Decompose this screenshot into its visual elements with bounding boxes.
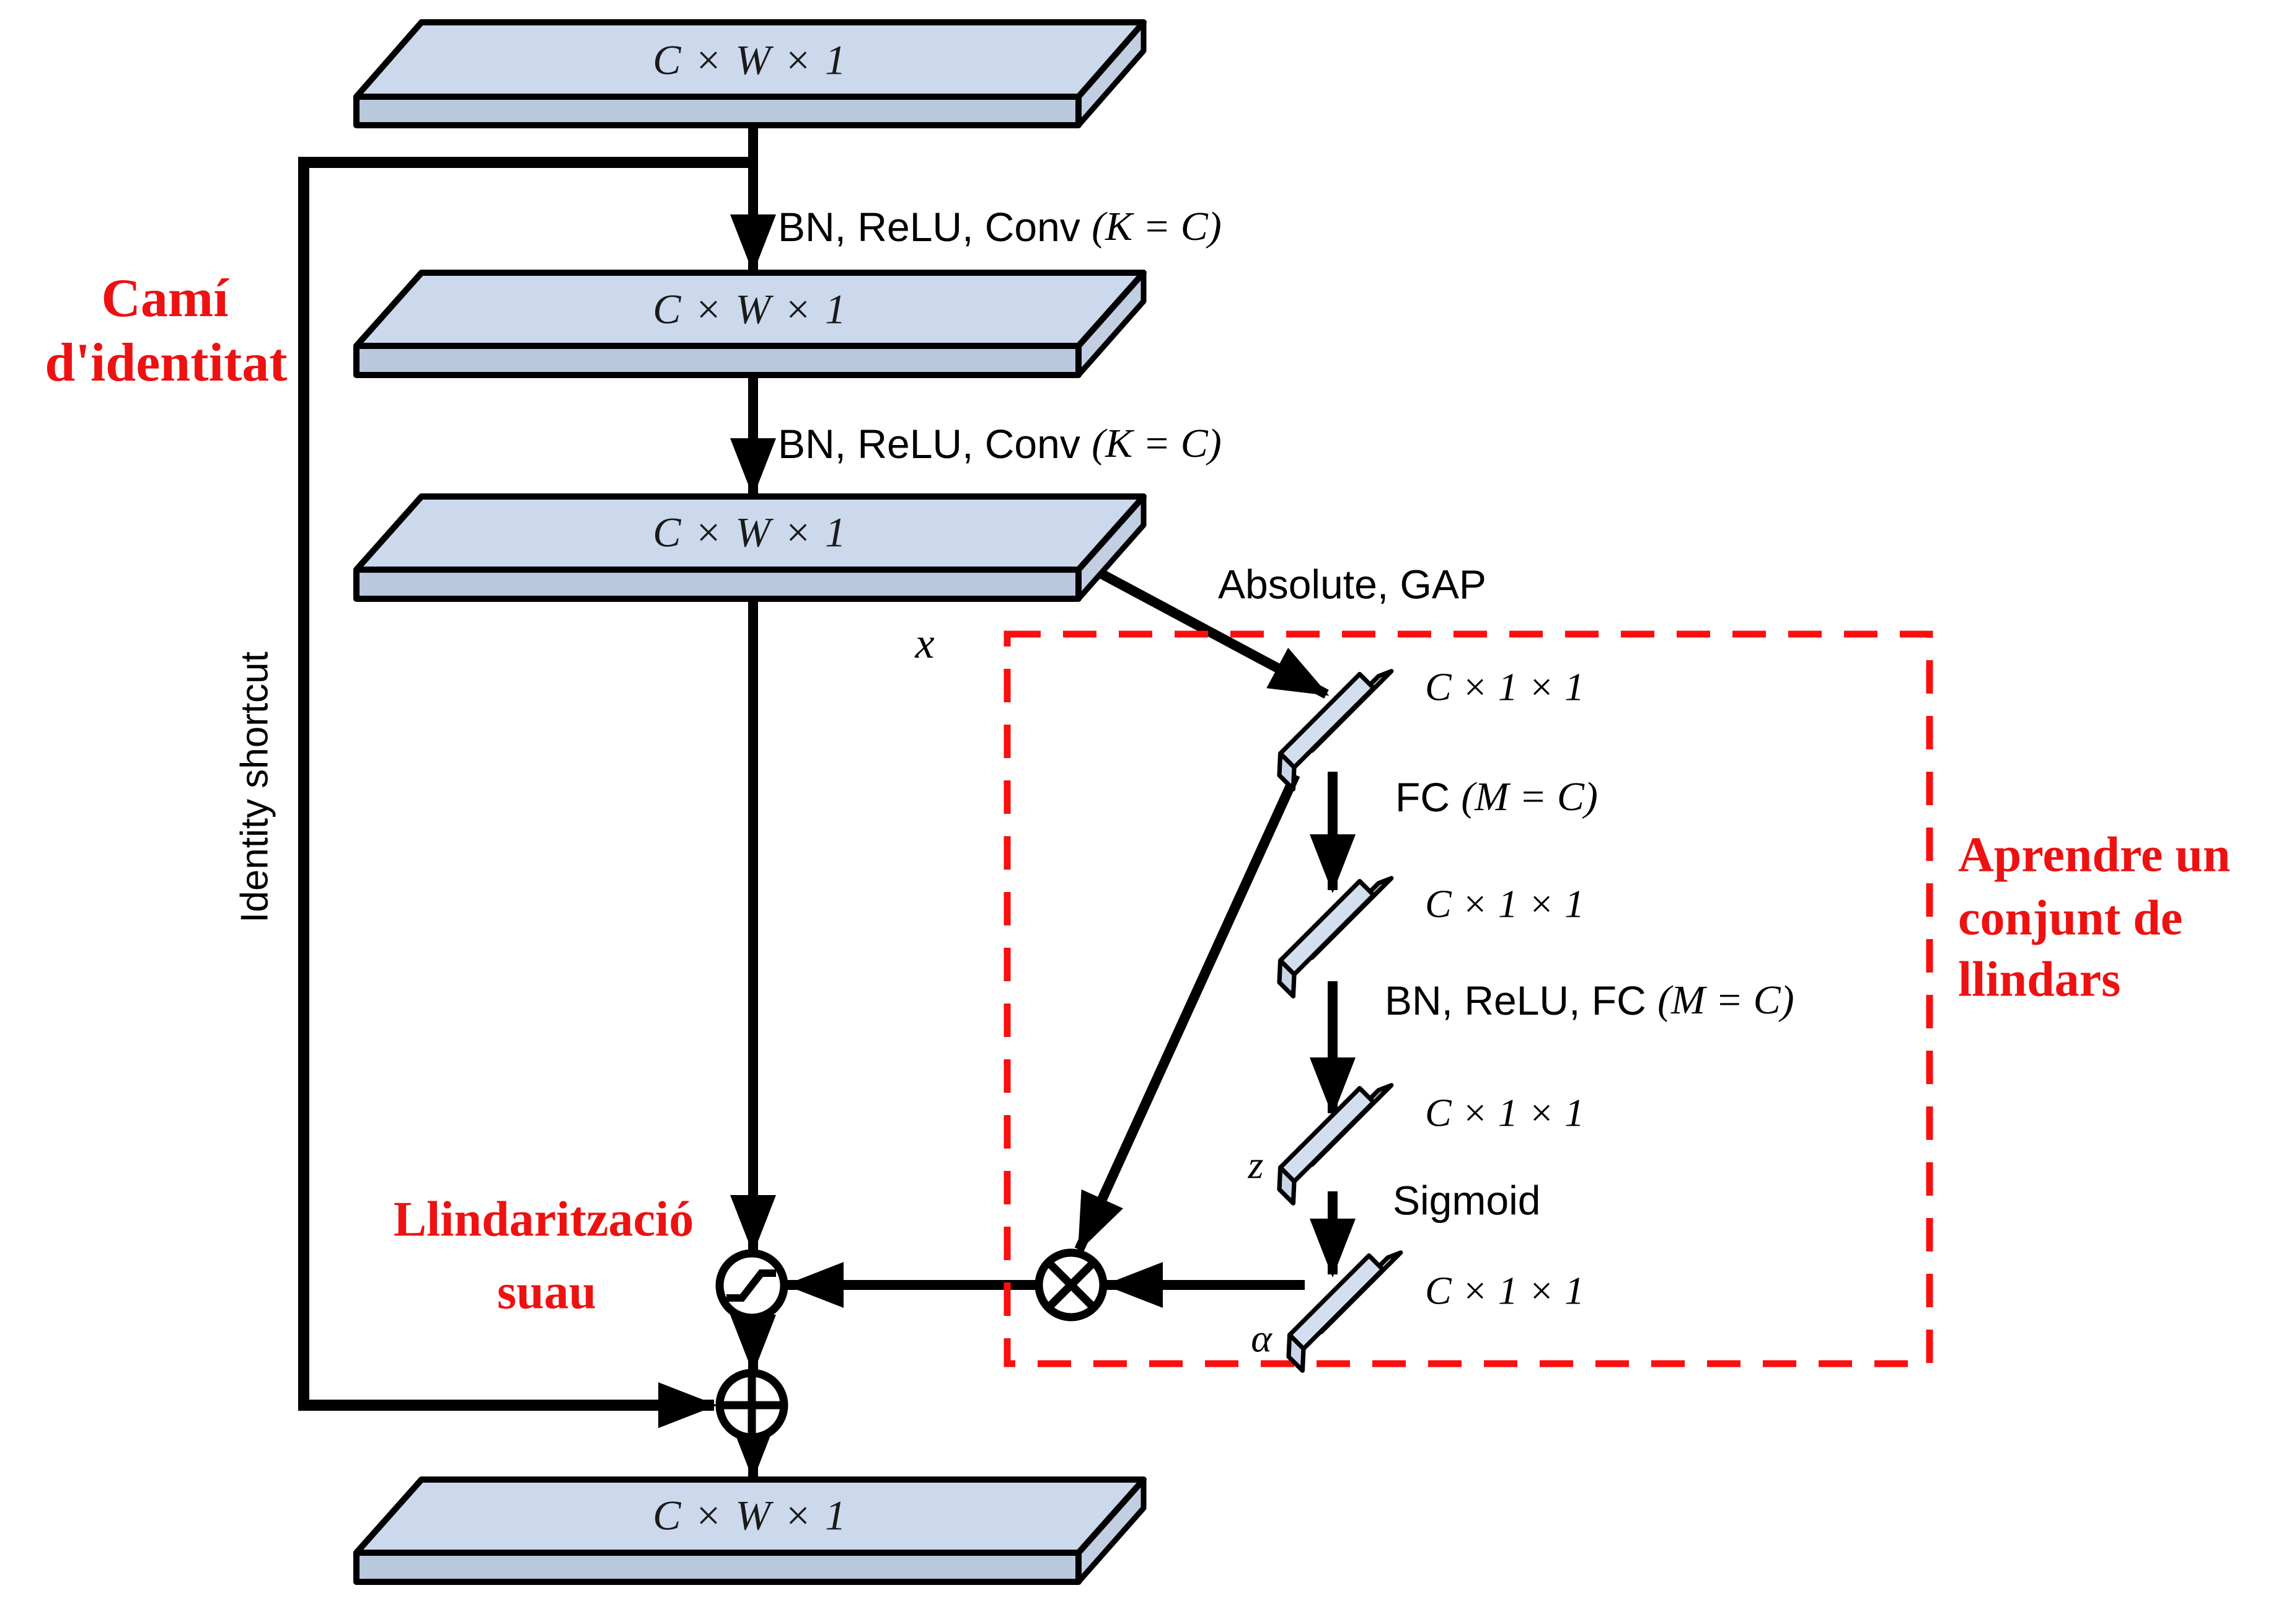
- vector-label-z: C × 1 × 1: [1425, 1091, 1584, 1135]
- op-label-fc2: BN, ReLU, FC (M = C): [1385, 977, 1794, 1023]
- op-fc1-text: FC: [1395, 774, 1461, 820]
- tensor-slab-conv1-out: C × W × 1: [353, 270, 1147, 378]
- slab-conv2-label: C × W × 1: [653, 509, 847, 556]
- tensor-slab-output: C × W × 1: [353, 1476, 1147, 1585]
- op-conv2-text: BN, ReLU, Conv: [778, 421, 1092, 467]
- annotation-aprendre-line1: Aprendre un: [1958, 827, 2230, 882]
- annotation-llindaritzacio-line1: Llindarització: [394, 1192, 694, 1247]
- vector-label-fc1: C × 1 × 1: [1425, 882, 1584, 926]
- op-label-conv2: BN, ReLU, Conv (K = C): [778, 421, 1222, 467]
- op-fc2-math: (M = C): [1657, 977, 1794, 1023]
- var-label-z: z: [1248, 1143, 1264, 1187]
- slab-output-label: C × W × 1: [653, 1492, 847, 1539]
- op-conv1-text: BN, ReLU, Conv: [778, 204, 1092, 250]
- op-label-sigmoid: Sigmoid: [1393, 1177, 1540, 1223]
- add-icon: [721, 1374, 783, 1436]
- op-fc2-text: BN, ReLU, FC: [1385, 977, 1657, 1023]
- threshold-module-outline: [1004, 630, 1933, 1367]
- arrow-gap-to-multiply: [1074, 772, 1300, 1253]
- tensor-bar-fc1: [1279, 878, 1392, 996]
- slab-conv1-label: C × W × 1: [653, 286, 847, 333]
- soft-threshold-node: [715, 1249, 788, 1322]
- slab-input-label: C × W × 1: [653, 37, 847, 84]
- add-node: [715, 1369, 788, 1442]
- multiply-icon: [1045, 1259, 1097, 1311]
- var-label-alpha: α: [1251, 1317, 1273, 1361]
- annotation-identity-shortcut: Identity shortcut: [233, 651, 276, 923]
- op-label-absolute-gap: Absolute, GAP: [1218, 561, 1486, 607]
- op-conv1-math: (K = C): [1092, 204, 1222, 249]
- annotation-identity-path: Camí d'identitat: [45, 268, 287, 393]
- tensor-bar-gap: [1279, 671, 1392, 789]
- vector-label-alpha: C × 1 × 1: [1425, 1269, 1584, 1313]
- annotation-aprendre-line3: llindars: [1958, 952, 2120, 1007]
- annotation-cami-line1: Camí: [101, 268, 229, 329]
- identity-shortcut-path: [298, 157, 753, 1428]
- annotation-learn-thresholds: Aprendre un conjunt de llindars: [1958, 827, 2230, 1007]
- annotation-llindaritzacio-line2: suau: [497, 1264, 596, 1319]
- tensor-bar-alpha: [1289, 1253, 1401, 1370]
- var-label-x: x: [914, 620, 934, 668]
- tensor-slab-input: C × W × 1: [353, 19, 1147, 128]
- op-label-conv1: BN, ReLU, Conv (K = C): [778, 204, 1222, 250]
- op-conv2-math: (K = C): [1092, 421, 1222, 466]
- annotation-cami-line2: d'identitat: [45, 333, 287, 393]
- op-label-fc1: FC (M = C): [1395, 774, 1598, 820]
- multiply-node: [1035, 1248, 1108, 1322]
- soft-threshold-icon: [726, 1269, 776, 1302]
- annotation-soft-thresholding: Llindarització suau: [394, 1192, 694, 1319]
- annotation-aprendre-line2: conjunt de: [1958, 891, 2182, 945]
- vector-label-gap: C × 1 × 1: [1425, 665, 1584, 709]
- arrow-absolute-gap: [1095, 567, 1330, 699]
- tensor-slab-conv2-out: C × W × 1: [353, 493, 1147, 602]
- op-fc1-math: (M = C): [1461, 774, 1598, 819]
